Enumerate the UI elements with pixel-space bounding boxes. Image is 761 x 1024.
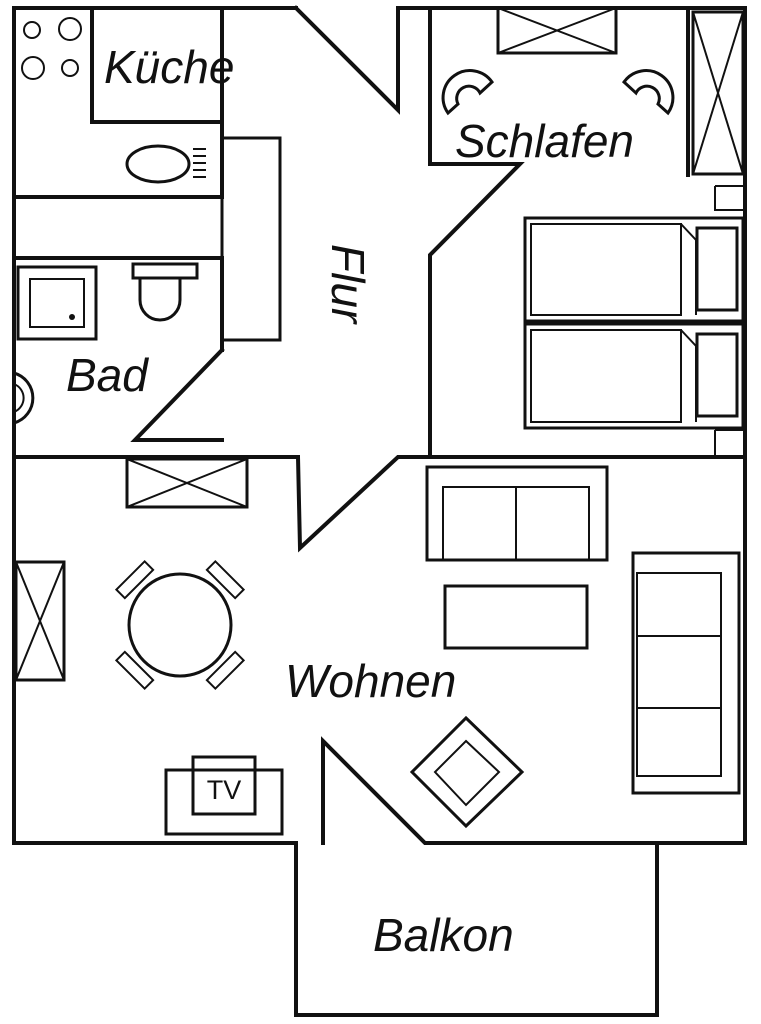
- washbasin-icon: [13, 371, 35, 425]
- room-label-flur: Flur: [322, 244, 374, 325]
- outer-walls: [12, 5, 747, 845]
- window-wohnen-top: [125, 457, 249, 509]
- windows: [14, 6, 745, 682]
- room-label-bad: Bad: [66, 349, 149, 401]
- couch-icon: [631, 551, 741, 795]
- room-label-kueche: Küche: [104, 41, 234, 93]
- room-label-balkon: Balkon: [373, 909, 514, 961]
- interior-walls: [12, 6, 747, 553]
- balcony: [294, 841, 659, 1017]
- bed-icon: [523, 322, 745, 430]
- toilet-icon: [131, 262, 199, 322]
- tv-icon: TV: [164, 755, 284, 836]
- sofa-icon: [425, 465, 609, 562]
- window-schlafen-top: [496, 6, 618, 55]
- tv-label: TV: [207, 775, 242, 805]
- window-schlafen-right: [691, 10, 745, 176]
- bed-icon: [523, 216, 745, 323]
- room-label-schlafen: Schlafen: [455, 115, 634, 167]
- shower-icon: [16, 265, 98, 341]
- stove-icon: [21, 17, 82, 80]
- armchair-icon: [622, 69, 675, 116]
- dining-table-icon: [114, 559, 246, 691]
- armchair-icon: [441, 69, 494, 116]
- room-label-wohnen: Wohnen: [285, 655, 456, 707]
- sink-icon: [125, 144, 206, 184]
- window-wohnen-left: [14, 560, 66, 682]
- coffee-table-icon: [443, 584, 589, 650]
- armchair-icon: [409, 715, 525, 829]
